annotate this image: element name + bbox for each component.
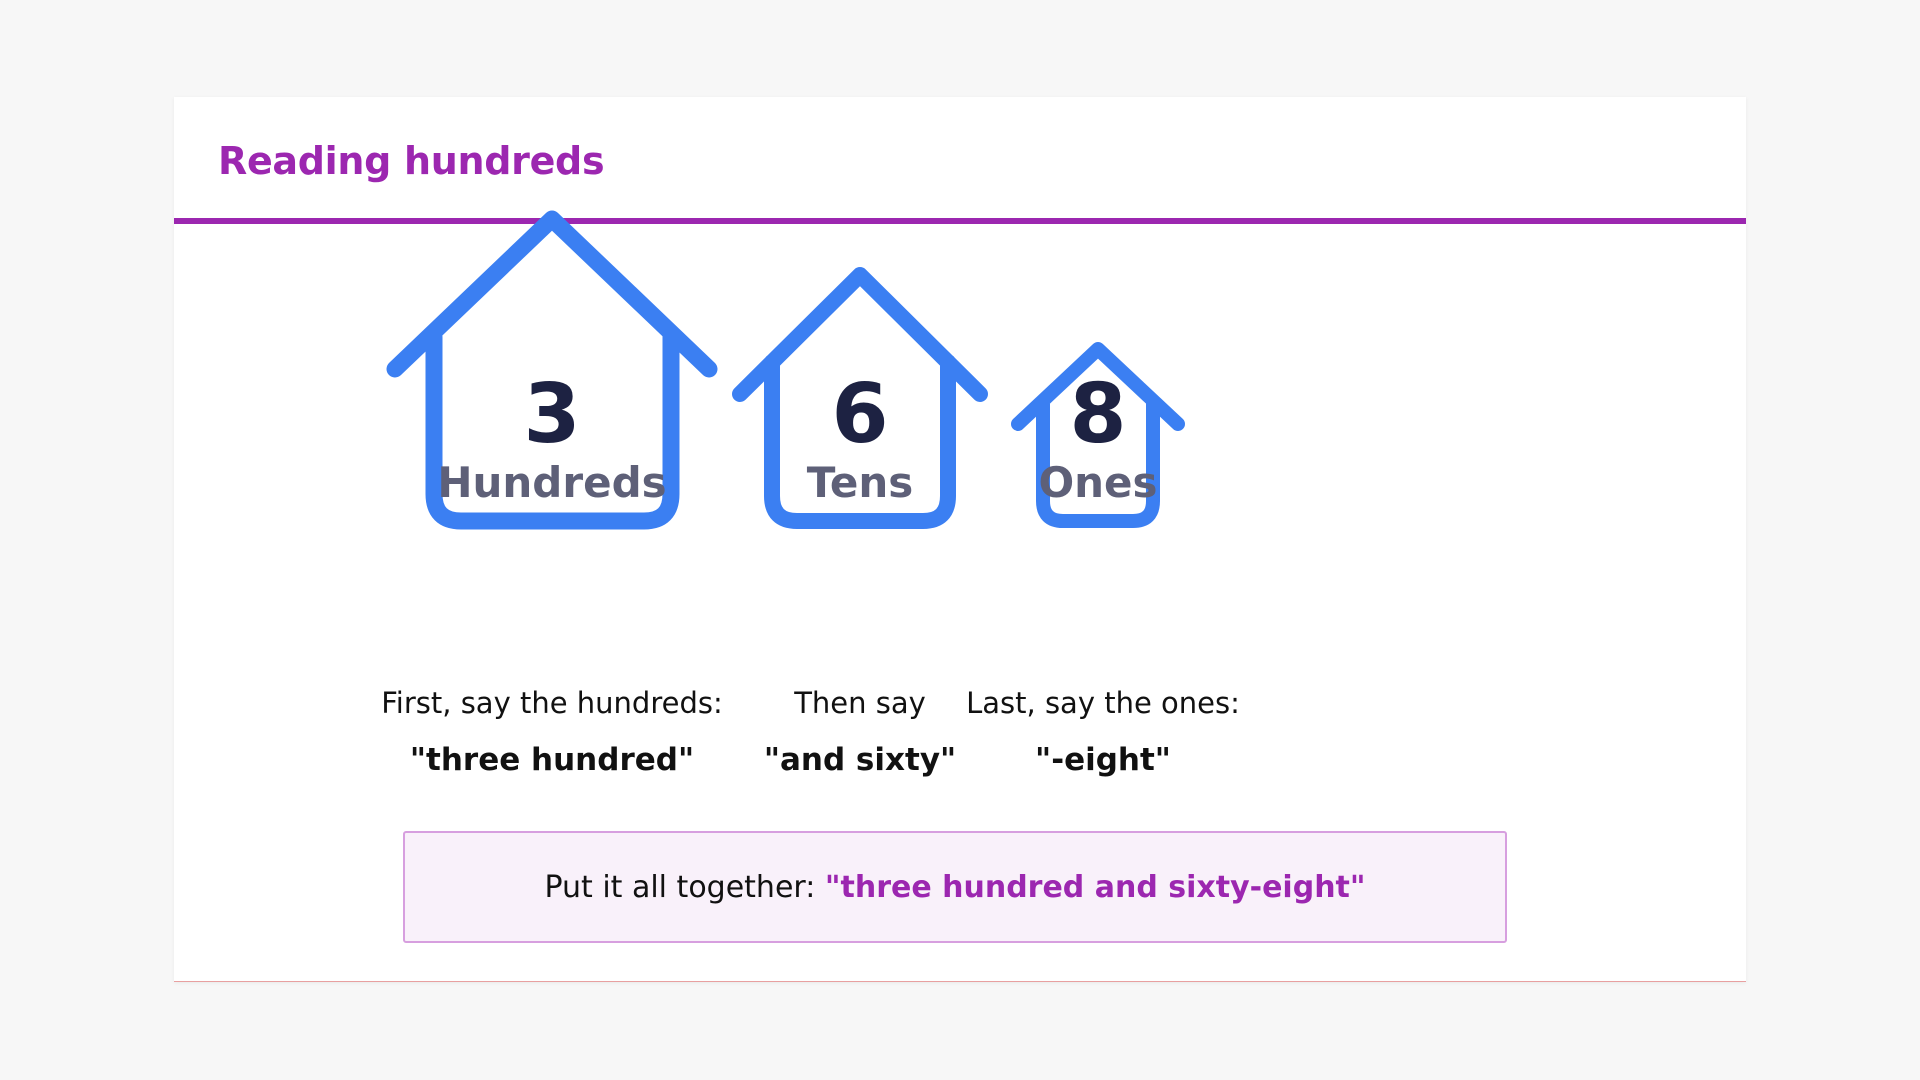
summary-box: Put it all together: "three hundred and … bbox=[403, 831, 1507, 943]
instruction-ones: Last, say the ones: bbox=[966, 686, 1240, 720]
spoken-hundreds: "three hundred" bbox=[409, 742, 695, 778]
digit-hundreds: 3 bbox=[523, 367, 580, 462]
summary-answer: "three hundred and sixty-eight" bbox=[824, 869, 1366, 905]
card-header: Reading hundreds bbox=[174, 97, 1746, 224]
house-tens-outline bbox=[732, 267, 988, 529]
digit-ones: 8 bbox=[1069, 367, 1126, 462]
digit-tens: 6 bbox=[831, 367, 888, 462]
house-tens: 6 Tens bbox=[732, 267, 988, 529]
spoken-tens: "and sixty" bbox=[763, 742, 957, 778]
house-hundreds-outline bbox=[386, 210, 718, 530]
summary-prefix: Put it all together: bbox=[544, 869, 825, 905]
page-title: Reading hundreds bbox=[218, 139, 605, 183]
place-label-hundreds: Hundreds bbox=[437, 458, 666, 507]
lesson-card: Reading hundreds 3 Hundreds 6 Tens 8 One… bbox=[174, 97, 1746, 982]
place-label-ones: Ones bbox=[1038, 458, 1157, 507]
instruction-tens: Then say bbox=[794, 686, 926, 720]
place-label-tens: Tens bbox=[807, 458, 913, 507]
spoken-ones: "-eight" bbox=[1035, 742, 1171, 778]
instruction-hundreds: First, say the hundreds: bbox=[381, 686, 723, 720]
house-ones: 8 Ones bbox=[1011, 342, 1185, 528]
house-ones-outline bbox=[1011, 342, 1185, 528]
house-hundreds: 3 Hundreds bbox=[386, 210, 718, 530]
